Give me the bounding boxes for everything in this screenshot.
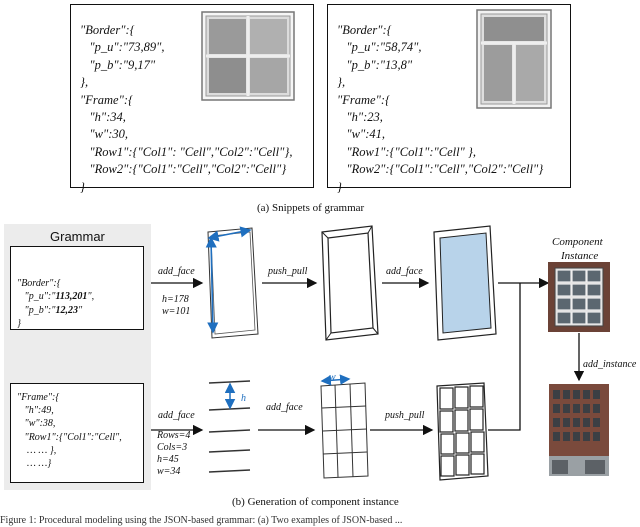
bottom-op1-label: add_face	[158, 410, 195, 421]
snippet-right-line-7: "w":41,	[337, 127, 385, 142]
grammar-border-line3-post: "	[77, 304, 83, 316]
snippet-left-line-5: "Frame":{	[80, 92, 133, 107]
snippet-left-line-2: "p_u":"73,89",	[80, 40, 165, 55]
snippet-left-line-8: "Row1":{"Col1": "Cell","Col2":"Cell"},	[80, 144, 293, 159]
snippet-left-code: "Border":{ "p_u":"73,89", "p_b":"9,17"},…	[80, 22, 292, 196]
grammar-frame-line-2: "h":49,	[17, 405, 54, 417]
bottom-row-grid	[320, 374, 369, 479]
grammar-title: Grammar	[50, 229, 105, 244]
grammar-frame-code: "Frame":{ "h":49, "w":38, "Row1":{"Col1"…	[17, 391, 122, 470]
top-op1-params: h=178 w=101	[162, 294, 191, 317]
bottom-op3-label: push_pull	[385, 410, 425, 421]
bottom-row-pushpull-grid	[436, 382, 489, 481]
grammar-frame-line-3: "w":38,	[17, 418, 56, 430]
snippet-right-line-8: "Row1":{"Col1":"Cell" },	[337, 144, 477, 159]
grammar-frame-box	[10, 383, 144, 483]
grammar-border-code: "Border":{ "p_u":"113,201", "p_b":"12,23…	[17, 264, 94, 330]
figure-footer: Figure 1: Procedural modeling using the …	[0, 515, 403, 526]
grammar-border-box	[10, 246, 144, 330]
snippet-right-line-9: "Row2":{"Col1":"Cell","Col2":"Cell"}	[337, 162, 544, 177]
snippet-right-line-5: "Frame":{	[337, 92, 390, 107]
grammar-border-line4: }	[17, 317, 21, 329]
snippet-right-line-1: "Border":{	[337, 23, 392, 37]
snippet-left-line-7: "w":30,	[80, 127, 128, 142]
top-glass-window	[433, 225, 497, 341]
snippet-right-code: "Border":{ "p_u":"58,74", "p_b":"13,8"},…	[337, 22, 543, 196]
caption-a: (a) Snippets of grammar	[257, 202, 365, 214]
building-facade-image	[549, 384, 609, 476]
snippet-left-line-1: "Border":{	[80, 23, 135, 37]
top-face-outline	[205, 226, 259, 339]
bottom-op1-params: Rows=4 Cols=3 h=45 w=34	[157, 430, 191, 477]
grammar-border-pb-value: 12,23	[55, 304, 78, 316]
component-instance-image	[548, 262, 610, 332]
snippet-left-line-9: "Row2":{"Col1":"Cell","Col2":"Cell"}	[80, 162, 287, 177]
top-op2-label: push_pull	[268, 266, 308, 277]
add-instance-label: add_instance	[583, 359, 637, 370]
top-pushpull-frame	[321, 225, 379, 341]
snippet-right-line-10: }	[337, 179, 342, 194]
grammar-border-line3-pre: "p_b":"	[17, 304, 56, 316]
top-op1-label: add_face	[158, 266, 195, 277]
grammar-frame-line-4: "Row1":{"Col1":"Cell",	[17, 431, 122, 443]
component-title-line1: Component	[552, 236, 603, 248]
bottom-op2-label: add_face	[266, 402, 303, 413]
bottom-row-lines	[208, 380, 251, 473]
bottom-h-label: h	[241, 393, 246, 404]
snippet-right-line-2: "p_u":"58,74",	[337, 40, 422, 55]
snippet-left-line-6: "h":34,	[80, 110, 126, 125]
caption-b: (b) Generation of component instance	[232, 496, 399, 508]
grammar-frame-line-6: … …}	[17, 458, 52, 470]
snippet-right-line-3: "p_b":"13,8"	[337, 57, 413, 72]
grammar-frame-line-1: "Frame":{	[17, 392, 60, 403]
top-op3-label: add_face	[386, 266, 423, 277]
snippet-left-line-4: },	[80, 75, 89, 90]
snippet-left-line-10: }	[80, 179, 85, 194]
grammar-border-line1: "Border":{	[17, 278, 61, 290]
component-title-line2: Instance	[561, 250, 599, 262]
grammar-border-line2-post: ",	[87, 291, 95, 303]
grammar-frame-line-5: … … },	[17, 444, 57, 456]
grammar-border-pu-value: 113,201	[55, 291, 88, 303]
snippet-right-line-6: "h":23,	[337, 110, 383, 125]
snippet-left-line-3: "p_b":"9,17"	[80, 57, 156, 72]
snippet-right-line-4: },	[337, 75, 346, 90]
arrow-bottom-to-component	[488, 283, 521, 431]
grammar-border-line2-pre: "p_u":"	[17, 291, 56, 303]
